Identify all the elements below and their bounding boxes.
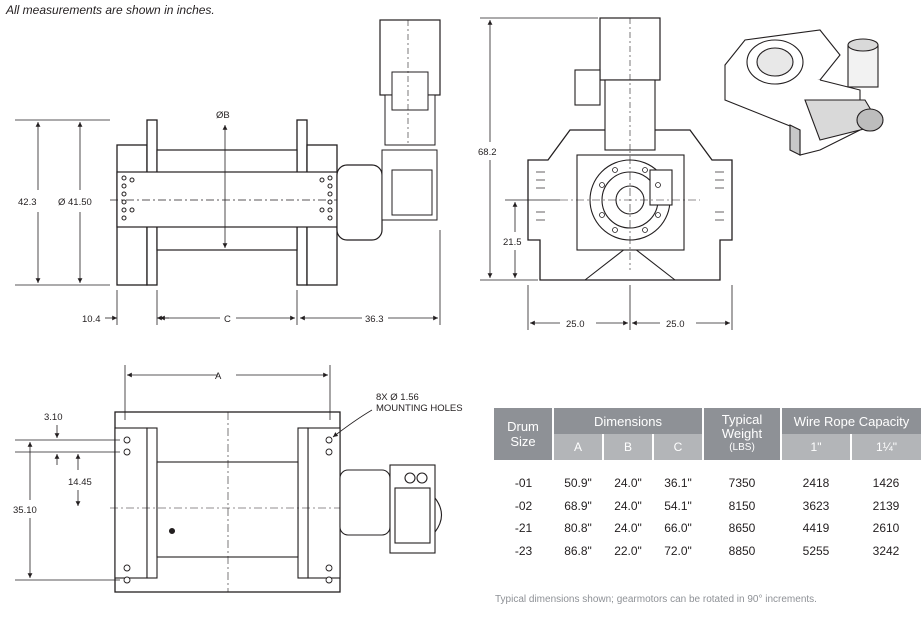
cell-b: 24.0": [614, 476, 642, 491]
mounting-label-1: 8X Ø 1.56: [376, 392, 419, 403]
dim-14-45: 14.45: [68, 477, 92, 488]
dim-36-3: 36.3: [365, 314, 384, 325]
cell-rope1: 3623: [802, 498, 830, 513]
header-weight-label: Typical Weight: [721, 412, 763, 441]
sub-rope-1-25: 1¼": [850, 434, 921, 460]
sub-c: C: [652, 434, 703, 460]
dim-c: C: [224, 314, 231, 325]
cell-size: -01: [514, 476, 533, 491]
dim-b: ØB: [216, 110, 230, 121]
measurement-note: All measurements are shown in inches.: [6, 3, 215, 17]
cell-b: 22.0": [614, 543, 642, 558]
cell-weight: 8150: [728, 498, 756, 513]
dim-68-2: 68.2: [478, 147, 497, 158]
cell-rope2: 2139: [872, 498, 900, 513]
dim-25-left: 25.0: [566, 319, 585, 330]
header-weight-unit: (LBS): [729, 442, 755, 453]
cell-rope1: 4419: [802, 521, 830, 536]
table-row: -02 68.9" 24.0" 54.1" 8150 3623 2139: [494, 495, 921, 518]
table-row: -23 86.8" 22.0" 72.0" 8850 5255 3242: [494, 540, 921, 563]
dim-21-5: 21.5: [503, 237, 522, 248]
cell-size: -21: [514, 521, 533, 536]
footnote: Typical dimensions shown; gearmotors can…: [495, 594, 817, 605]
mounting-label-2: MOUNTING HOLES: [376, 403, 463, 414]
cell-c: 66.0": [664, 521, 692, 536]
header-weight: Typical Weight (LBS): [702, 408, 781, 460]
dim-42-3: 42.3: [18, 197, 37, 208]
cell-rope1: 2418: [802, 476, 830, 491]
sub-rope-1: 1": [780, 434, 851, 460]
flange-bolts: [599, 167, 661, 233]
cell-rope2: 3242: [872, 543, 900, 558]
top-view: [110, 411, 443, 593]
cell-size: -23: [514, 543, 533, 558]
cell-b: 24.0": [614, 498, 642, 513]
header-dimensions: Dimensions: [552, 408, 703, 434]
cell-c: 54.1": [664, 498, 692, 513]
end-view-dimensions: [480, 17, 733, 330]
drum-spec-table: Drum Size Dimensions Typical Weight (LBS…: [494, 408, 921, 562]
sub-b: B: [602, 434, 653, 460]
isometric-view: [724, 29, 884, 156]
cell-rope2: 2610: [872, 521, 900, 536]
cell-rope1: 5255: [802, 543, 830, 558]
dim-35-10: 35.10: [13, 505, 37, 516]
dim-25-right: 25.0: [666, 319, 685, 330]
bolt-holes-right: [319, 175, 333, 221]
side-view-dimensions: [15, 119, 441, 325]
cell-c: 36.1": [664, 476, 692, 491]
cell-a: 68.9": [564, 498, 592, 513]
table-row: -01 50.9" 24.0" 36.1" 7350 2418 1426: [494, 472, 921, 495]
cell-c: 72.0": [664, 543, 692, 558]
cell-size: -02: [514, 498, 533, 513]
end-view: [527, 17, 733, 281]
cell-b: 24.0": [614, 521, 642, 536]
cell-a: 50.9": [564, 476, 592, 491]
bolt-holes-left: [121, 175, 135, 221]
dim-a: A: [215, 371, 222, 382]
cell-weight: 7350: [728, 476, 756, 491]
header-drum-size: Drum Size: [494, 408, 553, 460]
top-view-dimensions: [15, 365, 373, 581]
side-view: [110, 19, 441, 286]
dim-10-4: 10.4: [82, 314, 101, 325]
header-capacity: Wire Rope Capacity: [780, 408, 921, 434]
cell-rope2: 1426: [872, 476, 900, 491]
cell-weight: 8650: [728, 521, 756, 536]
cell-a: 86.8": [564, 543, 592, 558]
cell-weight: 8850: [728, 543, 756, 558]
table-row: -21 80.8" 24.0" 66.0" 8650 4419 2610: [494, 517, 921, 540]
dim-drum-diameter: Ø 41.50: [58, 197, 92, 208]
mounting-holes: [123, 436, 333, 584]
sub-a: A: [552, 434, 603, 460]
cell-a: 80.8": [564, 521, 592, 536]
dim-3-10: 3.10: [44, 412, 63, 423]
